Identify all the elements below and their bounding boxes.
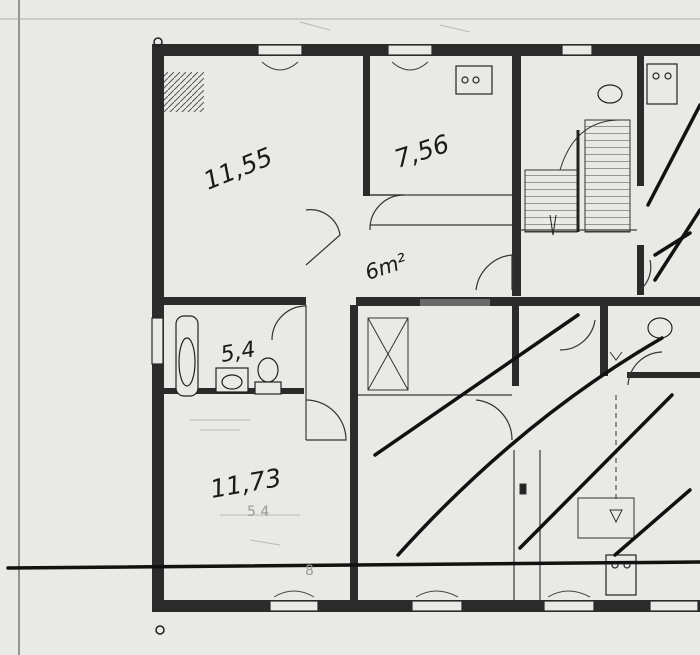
faint-sheet-mark-2: 8 xyxy=(305,563,314,579)
shaft-and-cabinets xyxy=(367,317,635,539)
door-swings xyxy=(271,194,663,441)
window-sill-arcs xyxy=(261,61,591,598)
background-faint-marks xyxy=(190,21,471,546)
room-area-labels: 11,55 7,56 6m² 5,4 11,73 5 4 8 xyxy=(199,129,452,579)
hand-drawn-strike-lines xyxy=(6,103,700,570)
room-area-label-north-middle: 7,56 xyxy=(391,129,453,174)
room-area-label-bathroom: 5,4 xyxy=(219,337,258,368)
corner-pins xyxy=(153,37,165,635)
windows xyxy=(151,44,699,612)
room-area-label-hallway: 6m² xyxy=(362,249,410,285)
staircase xyxy=(524,119,631,236)
hatched-chimney xyxy=(164,72,204,112)
hatched-wall-section xyxy=(420,299,490,306)
room-area-label-south-west: 11,73 xyxy=(208,463,284,504)
faint-sheet-mark: 5 4 xyxy=(247,504,269,520)
room-area-label-north-west: 11,55 xyxy=(199,142,276,196)
